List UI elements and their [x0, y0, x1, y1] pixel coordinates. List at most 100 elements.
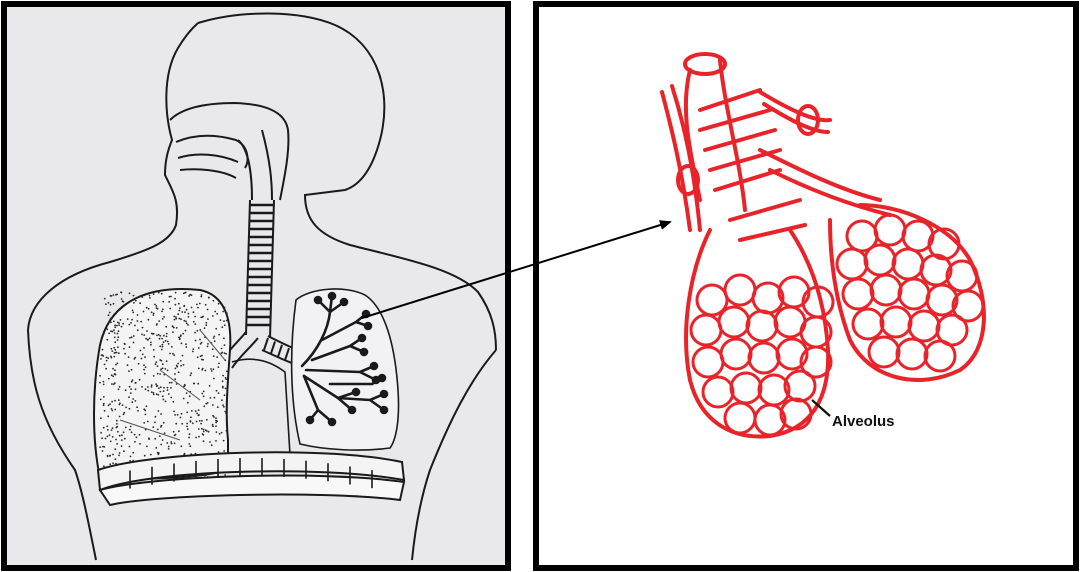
lung-tissue-dot — [114, 382, 116, 384]
alveolar-tip — [329, 293, 335, 299]
lung-tissue-dot — [203, 395, 205, 397]
lung-tissue-dot — [118, 455, 120, 457]
lung-tissue-dot — [158, 387, 160, 389]
lung-tissue-dot — [150, 342, 152, 344]
lung-tissue-dot — [109, 403, 111, 405]
lung-tissue-dot — [133, 295, 135, 297]
lung-tissue-dot — [205, 324, 207, 326]
lung-tissue-dot — [116, 423, 118, 425]
lung-tissue-dot — [218, 451, 220, 453]
alveolar-tip — [361, 349, 367, 355]
lung-tissue-dot — [190, 420, 192, 422]
lung-tissue-dot — [106, 328, 108, 330]
lung-tissue-dot — [195, 410, 197, 412]
lung-tissue-dot — [174, 414, 176, 416]
lung-tissue-dot — [132, 398, 134, 400]
lung-tissue-dot — [147, 339, 149, 341]
lung-tissue-dot — [153, 375, 155, 377]
lung-tissue-dot — [163, 422, 165, 424]
lung-tissue-dot — [195, 437, 197, 439]
lung-tissue-dot — [114, 326, 116, 328]
lung-tissue-dot — [172, 401, 174, 403]
lung-tissue-dot — [154, 422, 156, 424]
lung-tissue-dot — [186, 323, 188, 325]
lung-tissue-dot — [110, 321, 112, 323]
lung-tissue-dot — [123, 431, 125, 433]
lung-tissue-dot — [114, 341, 116, 343]
lung-tissue-dot — [109, 434, 111, 436]
lung-tissue-dot — [114, 369, 116, 371]
lung-tissue-dot — [142, 327, 144, 329]
lung-tissue-dot — [203, 440, 205, 442]
alveolar-tip — [371, 363, 377, 369]
lung-tissue-dot — [177, 363, 179, 365]
lung-tissue-dot — [211, 444, 213, 446]
lung-tissue-dot — [198, 436, 200, 438]
lung-tissue-dot — [146, 405, 148, 407]
lung-tissue-dot — [195, 340, 197, 342]
lung-tissue-dot — [166, 442, 168, 444]
lung-tissue-dot — [184, 311, 186, 313]
lung-tissue-dot — [212, 348, 214, 350]
lung-tissue-dot — [178, 371, 180, 373]
alveolar-tip — [349, 407, 355, 413]
lung-tissue-dot — [149, 295, 151, 297]
lung-tissue-dot — [117, 333, 119, 335]
lung-tissue-dot — [207, 343, 209, 345]
lung-tissue-dot — [152, 333, 154, 335]
lung-tissue-dot — [167, 387, 169, 389]
lung-tissue-dot — [166, 336, 168, 338]
lung-tissue-dot — [215, 440, 217, 442]
lung-tissue-dot — [155, 361, 157, 363]
lung-tissue-dot — [153, 293, 155, 295]
lung-tissue-dot — [102, 354, 104, 356]
lung-tissue-dot — [194, 323, 196, 325]
lung-tissue-dot — [172, 331, 174, 333]
lung-tissue-dot — [163, 335, 165, 337]
lung-tissue-dot — [151, 384, 153, 386]
lung-tissue-dot — [202, 434, 204, 436]
lung-tissue-dot — [130, 388, 132, 390]
lung-tissue-dot — [192, 348, 194, 350]
lung-tissue-dot — [129, 337, 131, 339]
lung-tissue-dot — [147, 390, 149, 392]
lung-tissue-dot — [190, 372, 192, 374]
lung-tissue-dot — [192, 351, 194, 353]
lung-tissue-dot — [204, 475, 206, 477]
lung-tissue-dot — [116, 352, 118, 354]
alveolar-tip — [341, 299, 347, 305]
lung-tissue-dot — [204, 327, 206, 329]
lung-tissue-dot — [121, 298, 123, 300]
lung-tissue-dot — [121, 434, 123, 436]
lung-tissue-dot — [223, 450, 225, 452]
lung-tissue-dot — [212, 404, 214, 406]
lung-tissue-dot — [131, 369, 133, 371]
lung-tissue-dot — [119, 386, 121, 388]
lung-tissue-dot — [102, 349, 104, 351]
lung-tissue-dot — [110, 348, 112, 350]
lung-tissue-dot — [139, 302, 141, 304]
lung-tissue-dot — [186, 426, 188, 428]
lung-tissue-dot — [108, 405, 110, 407]
lung-tissue-dot — [168, 301, 170, 303]
lung-tissue-dot — [190, 416, 192, 418]
lung-tissue-dot — [208, 431, 210, 433]
lung-tissue-dot — [121, 292, 123, 294]
lung-tissue-dot — [162, 439, 164, 441]
lung-tissue-dot — [118, 324, 120, 326]
lung-tissue-dot — [215, 425, 217, 427]
lung-tissue-dot — [107, 415, 109, 417]
lung-tissue-dot — [111, 429, 113, 431]
lung-tissue-dot — [196, 330, 198, 332]
lung-tissue-dot — [117, 322, 119, 324]
lung-tissue-dot — [159, 435, 161, 437]
lung-tissue-dot — [224, 474, 226, 476]
lung-tissue-dot — [207, 402, 209, 404]
lung-tissue-dot — [112, 454, 114, 456]
lung-tissue-dot — [114, 373, 116, 375]
lung-tissue-dot — [114, 409, 116, 411]
lung-tissue-dot — [128, 396, 130, 398]
lung-tissue-dot — [153, 313, 155, 315]
lung-tissue-dot — [177, 313, 179, 315]
lung-tissue-dot — [112, 331, 114, 333]
